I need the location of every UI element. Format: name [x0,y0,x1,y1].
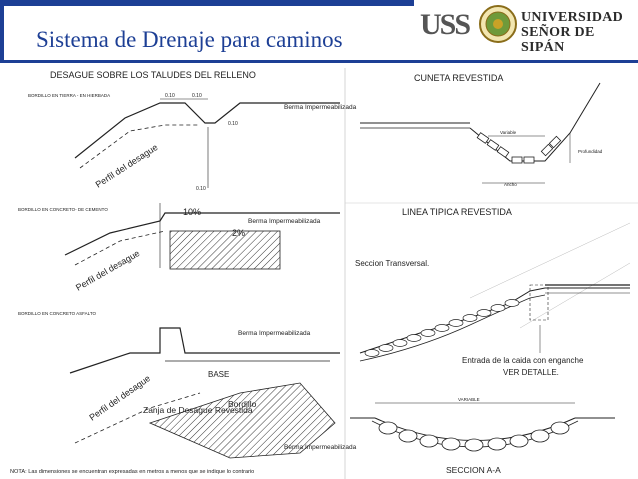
section2-berm: Berma Impermeabilizada [248,218,321,225]
slide-title: Sistema de Drenaje para caminos [36,27,343,52]
section2-label: BORDILLO EN CONCRETO- DE CEMENTO [18,207,108,212]
linea-diagram: Seccion Transversal. Entrada de [355,222,631,377]
seccion-aa-diagram: VARIABLE SECCION A-A [350,397,615,475]
cuneta-diagram: Variable Profundidad Ancho [360,82,603,187]
section3-berm-bottom: Berma Impermeabilizada [284,444,357,451]
section1-dim-b: 0.10 [192,93,202,99]
university-logo [414,0,638,60]
left-heading: DESAGUE SOBRE LOS TALUDES DEL RELLENO [50,70,256,80]
section1-label: BORDILLO EN TIERRA - EN HIERBADA [28,93,110,98]
cuneta-variable: Variable [500,130,517,135]
left-note: NOTA: Las dimensiones se encuentran expr… [10,469,254,475]
logo-mark: USS [420,8,471,41]
left-panel: DESAGUE SOBRE LOS TALUDES DEL RELLENO BO… [10,70,357,475]
seccion-transversal: Seccion Transversal. [355,259,429,268]
section3-ditch: Zanja de Desague Revestida [143,405,253,415]
header-divider [0,60,638,63]
cuneta-heading: CUNETA REVESTIDA [414,73,503,83]
seccion-aa-label: SECCION A-A [446,465,501,475]
logo-university-name: UNIVERSIDAD SEÑOR DE SIPÁN [521,10,638,55]
section3-slope: Perfil del desague [87,373,152,423]
header-side-bar [0,0,4,60]
logo-line2: SEÑOR DE SIPÁN [521,25,595,55]
logo-line1: UNIVERSIDAD [521,10,624,25]
section-bordillo-asfalto: BORDILLO EN CONCRETO ASFALTO Berma Imper… [18,311,357,459]
section3-label: BORDILLO EN CONCRETO ASFALTO [18,311,97,316]
cuneta-width: Ancho [504,182,517,187]
section2-percent-top: 10% [183,207,201,217]
section1-dim-d: 0.10 [196,186,206,192]
section2-slope: Perfil del desague [74,248,141,293]
variable-label: VARIABLE [458,397,480,402]
section1-berm: Berma Impermeabilizada [284,104,357,111]
section3-berm-top: Berma Impermeabilizada [238,330,311,337]
linea-heading: LINEA TIPICA REVESTIDA [402,207,512,217]
right-panel: CUNETA REVESTIDA Variable Profundidad An… [350,73,631,475]
engineering-drawing: DESAGUE SOBRE LOS TALUDES DEL RELLENO BO… [10,68,638,479]
section2-percent-side: 2% [232,228,245,238]
section-bordillo-tierra: BORDILLO EN TIERRA - EN HIERBADA 0.10 0.… [28,93,357,192]
header-top-bar [0,0,414,6]
section3-base: BASE [208,370,229,379]
section1-dim-a: 0.10 [165,93,175,99]
ver-detalle: VER DETALLE. [503,368,559,377]
section3-curb: Bordillo [228,399,257,409]
cuneta-depth: Profundidad [578,149,603,154]
university-seal-icon [479,5,517,43]
section-bordillo-cemento: BORDILLO EN CONCRETO- DE CEMENTO 10% 2% … [18,203,340,293]
section1-dim-c: 0.10 [228,121,238,127]
entrada-label: Entrada de la caida con enganche [462,356,584,365]
section1-berm-text: Berma Impermeabilizada [284,104,357,111]
section3-ditch-text: Zanja de Desague Revestida [143,405,253,415]
section1-slope: Perfil del desague [94,142,160,190]
